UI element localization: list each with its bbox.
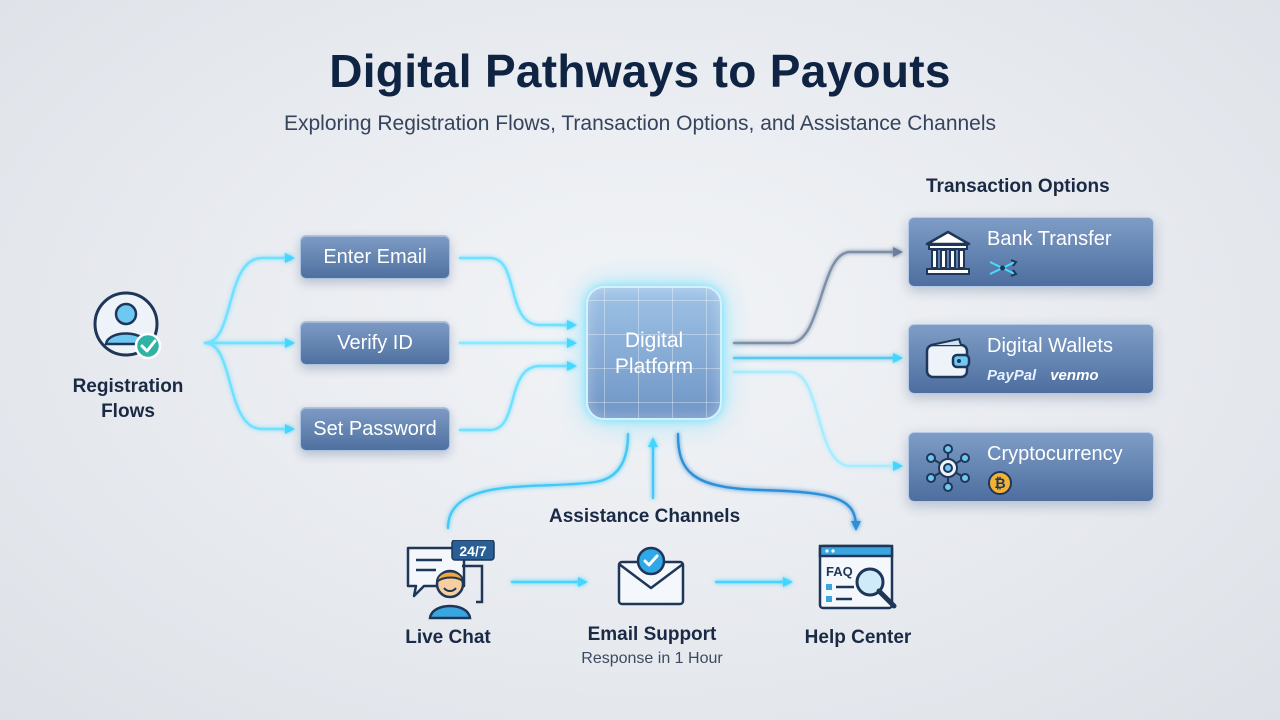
hub-label: Digital Platform [614, 329, 694, 378]
option-cryptocurrency[interactable]: Cryptocurrency ₿ [908, 432, 1154, 502]
help-center-label[interactable]: Help Center [804, 627, 912, 648]
wire-hub-to-helpcenter [676, 432, 861, 531]
step-enter-email[interactable]: Enter Email [300, 235, 450, 279]
bank-transfer-label: Bank Transfer [987, 228, 1112, 250]
transfer-arrows-icon [989, 259, 1018, 277]
bitcoin-icon: ₿ [988, 471, 1012, 495]
step-verify-id[interactable]: Verify ID [300, 321, 450, 365]
paypal-logo: PayPal [987, 366, 1037, 384]
email-response-note: Response in 1 Hour [581, 650, 723, 667]
option-bank-transfer[interactable]: Bank Transfer [908, 217, 1154, 287]
crypto-network-icon [926, 444, 970, 492]
registration-flows-label: Registration Flows [72, 376, 184, 422]
wire-reg-to-password [203, 341, 295, 434]
digital-platform-hub[interactable]: Digital Platform [586, 286, 722, 420]
assistance-channels-heading: Assistance Channels [549, 506, 741, 527]
wire-email-to-hub [458, 256, 577, 330]
step-set-password[interactable]: Set Password [300, 407, 450, 451]
faq-search-icon: FAQ [818, 544, 897, 610]
wire-hub-to-bank [732, 247, 903, 345]
transaction-options-heading: Transaction Options [926, 176, 1110, 197]
page-title: Digital Pathways to Payouts [329, 45, 951, 97]
chat-24-7-badge: 24/7 [459, 543, 487, 559]
wire-livechat-to-hub [446, 432, 630, 530]
email-check-icon [617, 546, 685, 606]
wire-reg-to-email [203, 253, 295, 345]
svg-text:FAQ: FAQ [826, 564, 853, 579]
wire-password-to-hub [458, 361, 577, 432]
live-chat-agent-icon [406, 540, 495, 620]
venmo-logo: venmo [1050, 366, 1099, 384]
option-digital-wallets[interactable]: Digital Wallets PayPal venmo [908, 324, 1154, 394]
user-check-icon [93, 291, 162, 360]
email-support-label[interactable]: Email Support [587, 624, 717, 645]
wallet-icon [925, 337, 971, 379]
wire-hub-to-crypto [732, 370, 903, 471]
hub-grid-pattern [588, 288, 720, 418]
cryptocurrency-label: Cryptocurrency [987, 443, 1123, 465]
digital-wallets-label: Digital Wallets [987, 335, 1113, 357]
bank-icon [925, 230, 971, 275]
svg-text:₿: ₿ [994, 476, 1005, 492]
page-subtitle: Exploring Registration Flows, Transactio… [283, 112, 997, 135]
live-chat-label[interactable]: Live Chat [405, 627, 491, 648]
